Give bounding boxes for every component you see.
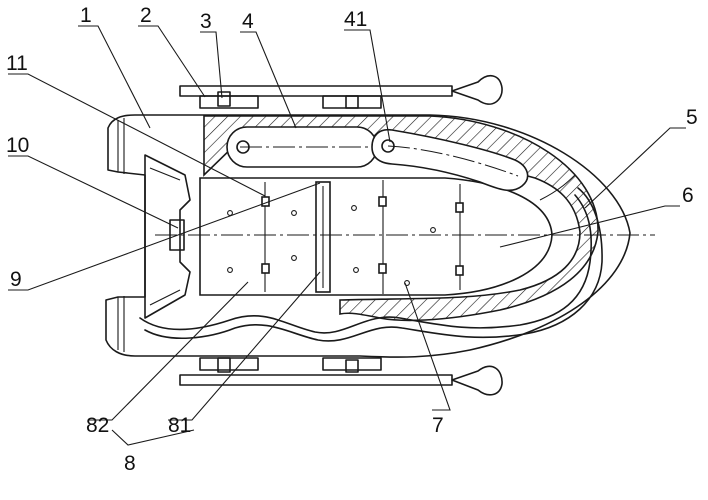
callout-8: 8 xyxy=(124,452,136,475)
top-oar xyxy=(179,75,503,109)
callout-81: 81 xyxy=(168,414,191,437)
callout-82: 82 xyxy=(86,414,109,437)
callout-4: 4 xyxy=(242,10,254,33)
floor-deck xyxy=(227,180,464,294)
callout-41: 41 xyxy=(344,8,367,31)
callout-9: 9 xyxy=(10,268,22,291)
bottom-oar xyxy=(179,357,503,396)
callout-1: 1 xyxy=(80,4,92,27)
callout-11: 11 xyxy=(6,52,28,75)
callout-6: 6 xyxy=(682,184,694,207)
wavy-wall xyxy=(139,174,603,342)
hull-tube xyxy=(105,114,631,358)
leader-lines xyxy=(8,25,686,446)
callout-5: 5 xyxy=(686,106,698,129)
callout-7: 7 xyxy=(432,414,444,437)
callout-labels: 1 2 3 4 41 5 6 7 8 9 10 11 81 82 xyxy=(6,4,698,475)
callout-2: 2 xyxy=(140,4,152,27)
callout-3: 3 xyxy=(200,10,212,33)
callout-10: 10 xyxy=(6,134,29,157)
storage-slot-41 xyxy=(371,128,529,192)
storage-slot-4 xyxy=(226,126,378,168)
